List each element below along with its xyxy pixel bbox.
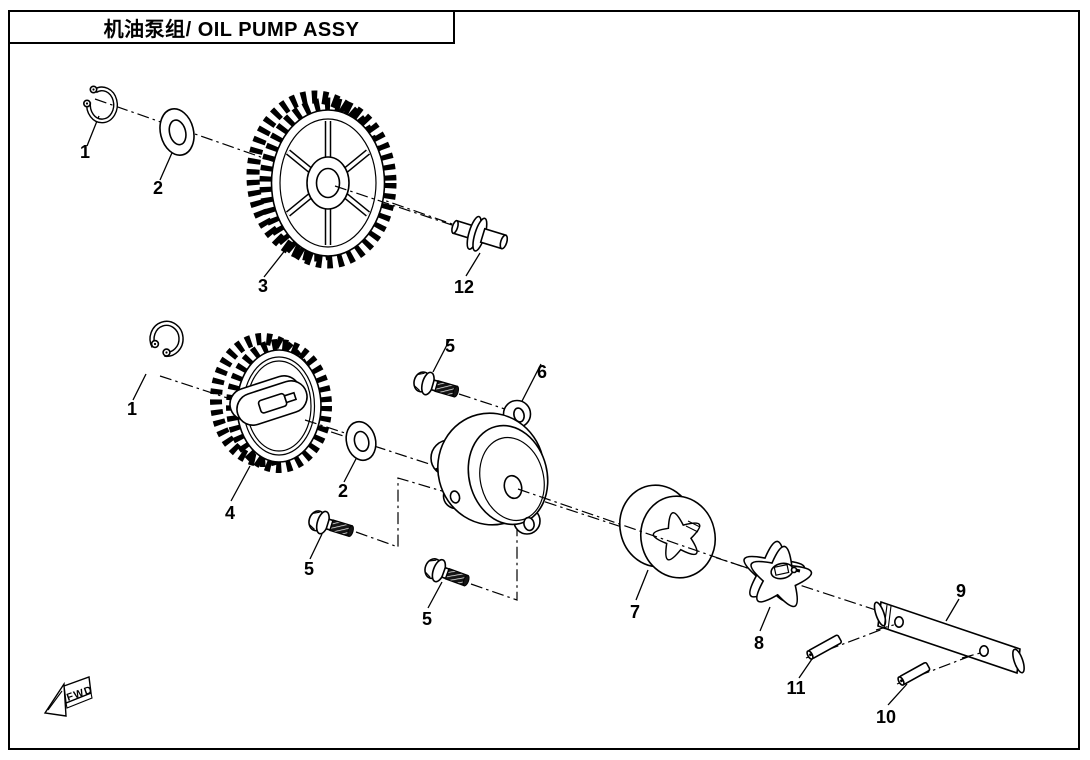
callout-12: 12: [454, 277, 474, 297]
axis-overlay-gear3: [334, 185, 453, 226]
part-flange-bolt-bottom: [424, 558, 470, 587]
callout-8: 8: [754, 633, 764, 653]
callout-6: 6: [537, 362, 547, 382]
bolt-link-middle: [355, 477, 453, 548]
part-washer-top: [159, 108, 195, 156]
pin-hole-left: [893, 615, 904, 628]
center-lines: [94, 98, 995, 685]
callout-2-middle: 2: [338, 481, 348, 501]
coupling-hub: [236, 380, 308, 426]
pin-hole-right: [978, 644, 989, 657]
part-circlip-top: [83, 85, 118, 124]
callout-2-top: 2: [153, 178, 163, 198]
part-stepped-shaft: [451, 215, 509, 252]
callout-5-bottom: 5: [422, 609, 432, 629]
part-flange-bolt-top: [413, 371, 460, 398]
part-pump-body: [430, 399, 549, 535]
part-pump-shaft: [873, 600, 1025, 675]
part-outer-rotor: [619, 484, 716, 579]
bolt-hole-top: [513, 407, 525, 423]
callout-9: 9: [956, 581, 966, 601]
fwd-arrow: FWD: [43, 676, 94, 717]
callout-5-top: 5: [445, 336, 455, 356]
part-drive-gear: [246, 90, 397, 269]
title-box: 机油泵组/ OIL PUMP ASSY: [8, 10, 455, 44]
page-border: [8, 10, 1080, 750]
bolt-hole-left: [449, 490, 461, 504]
bolt-link-bottom: [470, 529, 518, 601]
callout-7: 7: [630, 602, 640, 622]
part-dowel-pin-11: [806, 634, 842, 660]
axis-overlay-pump-rotor: [517, 488, 748, 569]
part-dowel-pin-10: [897, 661, 931, 686]
callout-10: 10: [876, 707, 896, 727]
callout-1-bottom: 1: [127, 399, 137, 419]
callout-5-middle: 5: [304, 559, 314, 579]
callout-11: 11: [786, 678, 805, 698]
callout-labels: 1 2 3 12 1 4 2 5 6 5 5 7 8 9 11 10: [80, 142, 966, 727]
axis-overlay-gear4: [304, 419, 346, 434]
part-washer-middle: [345, 420, 377, 462]
part-circlip-bottom: [149, 320, 184, 358]
bolt-hole-bottom: [523, 516, 535, 532]
part-oil-pump-gear: [210, 333, 332, 473]
page-title: 机油泵组/ OIL PUMP ASSY: [103, 18, 360, 41]
part-inner-rotor: [743, 540, 813, 608]
callout-3: 3: [258, 276, 268, 296]
part-flange-bolt-middle: [308, 510, 354, 538]
callout-4: 4: [225, 503, 235, 523]
callout-1-top: 1: [80, 142, 90, 162]
